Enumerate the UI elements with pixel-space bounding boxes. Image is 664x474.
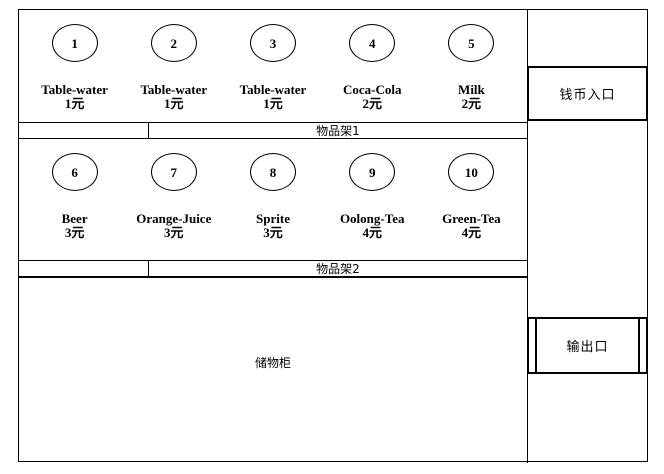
storage-cabinet-label: 储物柜 (254, 356, 291, 370)
storage-cabinet: 储物柜 (19, 277, 527, 463)
slot-number-badge[interactable]: 7 (150, 153, 197, 191)
slot-product-price: 4元 (362, 224, 382, 240)
slot-product-price: 1元 (64, 95, 85, 111)
slot-product-price: 3元 (64, 224, 85, 240)
product-slot-4[interactable]: 4 Coca-Cola 2元 (323, 10, 422, 112)
output-slot-label: 输出口 (566, 340, 609, 355)
product-slot-9[interactable]: 9 Oolong-Tea 4元 (323, 139, 422, 241)
vending-machine-diagram: 1 Table-water 1元 2 Table-water 1元 3 Tabl… (18, 9, 648, 463)
output-slot[interactable]: 输出口 (527, 317, 648, 374)
slot-number-badge[interactable]: 1 (51, 24, 98, 62)
shelf-2-product-area: 6 Beer 3元 7 Orange-Juice 3元 8 Sprite 3元 … (19, 139, 527, 260)
product-slot-2[interactable]: 2 Table-water 1元 (124, 10, 223, 112)
shelf-1-label-bar: 物品架1 (19, 122, 527, 139)
slot-product-name: Sprite (256, 211, 290, 226)
slot-product-price: 2元 (461, 95, 482, 111)
product-slot-5[interactable]: 5 Milk 2元 (422, 10, 521, 112)
output-slot-inner-wall-left (535, 319, 537, 372)
shelf-1-label: 物品架1 (316, 123, 360, 138)
slot-number-badge[interactable]: 5 (448, 24, 495, 62)
slot-number-badge[interactable]: 9 (349, 153, 396, 191)
product-slot-7[interactable]: 7 Orange-Juice 3元 (124, 139, 223, 241)
slot-product-name: Green-Tea (442, 211, 501, 226)
slot-product-price: 3元 (164, 224, 184, 240)
slot-product-name: Coca-Cola (342, 82, 402, 97)
product-slot-6[interactable]: 6 Beer 3元 (25, 139, 124, 241)
slot-number-badge[interactable]: 6 (51, 153, 98, 191)
shelf-bar-divider (148, 123, 149, 138)
slot-product-name: Table-water (140, 82, 208, 97)
slot-number-badge[interactable]: 10 (448, 153, 495, 191)
slot-product-price: 4元 (461, 224, 482, 240)
product-slot-1[interactable]: 1 Table-water 1元 (25, 10, 124, 112)
shelf-bar-divider (148, 261, 149, 276)
product-slot-8[interactable]: 8 Sprite 3元 (223, 139, 322, 241)
slot-product-price: 1元 (164, 95, 184, 111)
slot-product-price: 3元 (263, 224, 283, 240)
shelf-2-label: 物品架2 (316, 261, 360, 276)
slot-product-name: Table-water (239, 82, 307, 97)
slot-product-name: Table-water (41, 82, 108, 97)
slot-number-badge[interactable]: 8 (250, 153, 296, 191)
slot-product-name: Milk (458, 82, 485, 97)
slot-number-badge[interactable]: 3 (250, 24, 296, 62)
shelf-1-product-area: 1 Table-water 1元 2 Table-water 1元 3 Tabl… (19, 10, 527, 122)
coin-entry-slot[interactable]: 钱币入口 (527, 66, 648, 121)
slot-product-name: Orange-Juice (136, 211, 212, 226)
slot-product-price: 2元 (362, 95, 382, 111)
shelf-2-slot-row: 6 Beer 3元 7 Orange-Juice 3元 8 Sprite 3元 … (19, 139, 527, 260)
slot-product-name: Beer (61, 211, 88, 226)
shelf-1-slot-row: 1 Table-water 1元 2 Table-water 1元 3 Tabl… (19, 10, 527, 122)
coin-entry-label: 钱币入口 (559, 88, 616, 103)
slot-product-name: Oolong-Tea (339, 211, 405, 226)
output-slot-inner-wall-right (638, 319, 640, 372)
slot-number-badge[interactable]: 4 (349, 24, 396, 62)
product-slot-10[interactable]: 10 Green-Tea 4元 (422, 139, 521, 241)
slot-number-badge[interactable]: 2 (150, 24, 197, 62)
slot-product-price: 1元 (263, 95, 283, 111)
shelf-2-label-bar: 物品架2 (19, 260, 527, 277)
product-slot-3[interactable]: 3 Table-water 1元 (223, 10, 322, 112)
column-divider (527, 10, 528, 463)
